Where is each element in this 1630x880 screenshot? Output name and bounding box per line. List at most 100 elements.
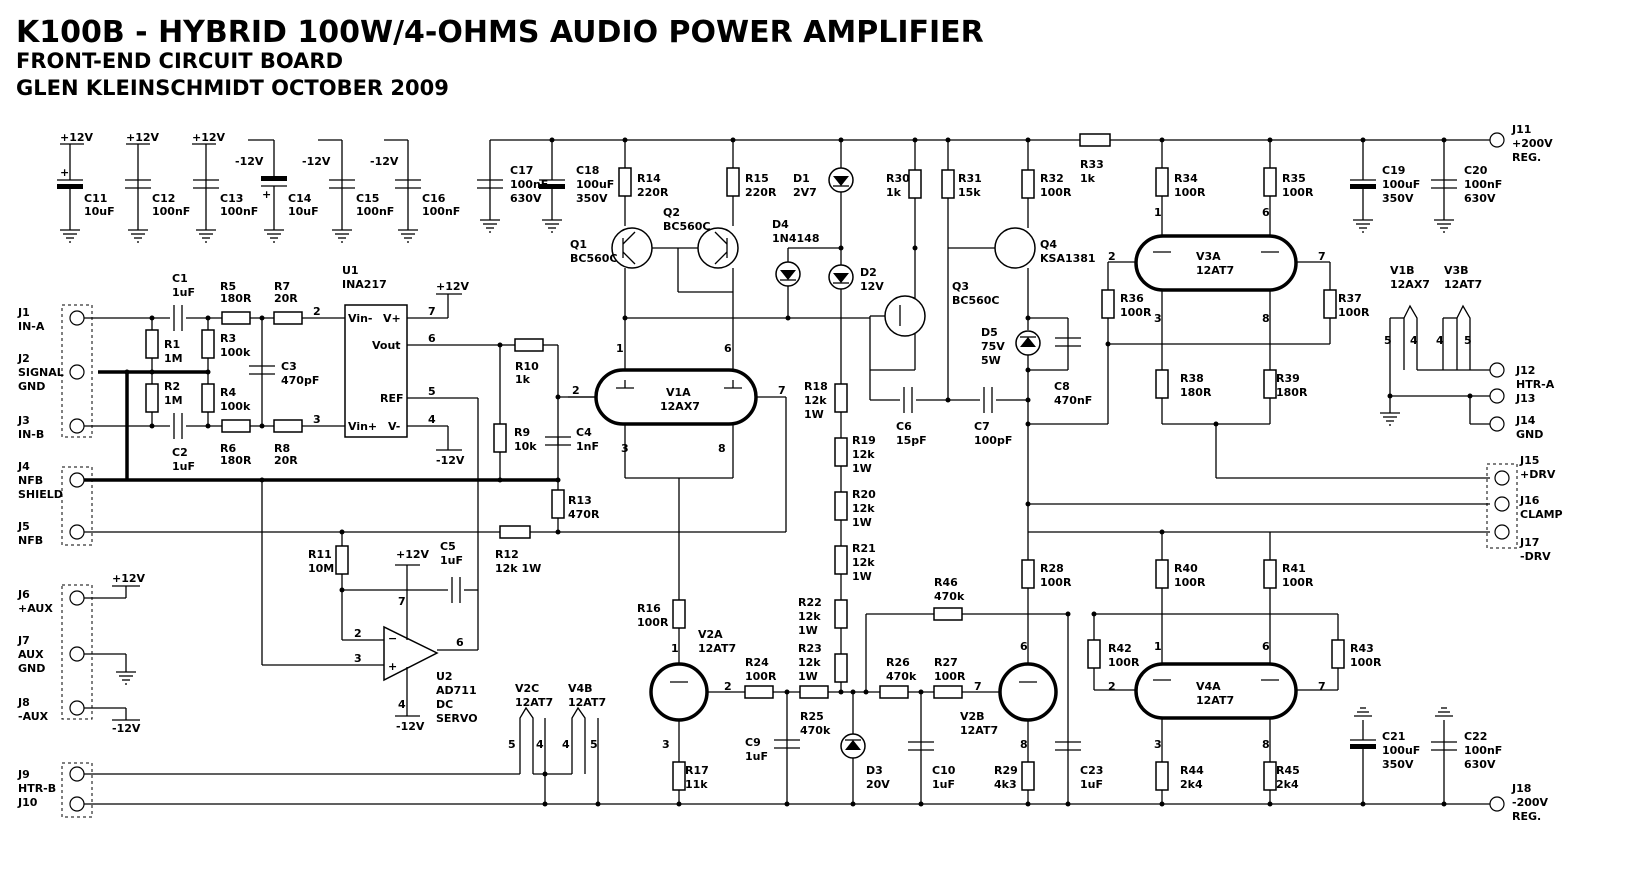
- svg-text:2: 2: [572, 384, 580, 397]
- svg-text:100R: 100R: [1338, 306, 1370, 319]
- svg-text:R19: R19: [852, 434, 876, 447]
- svg-text:D4: D4: [772, 218, 789, 231]
- svg-text:CLAMP: CLAMP: [1520, 508, 1563, 521]
- svg-text:-DRV: -DRV: [1520, 550, 1551, 563]
- svg-text:1k: 1k: [1080, 172, 1096, 185]
- svg-text:7: 7: [1318, 250, 1326, 263]
- svg-text:1: 1: [671, 642, 679, 655]
- svg-text:12k: 12k: [798, 610, 821, 623]
- svg-text:R33: R33: [1080, 158, 1104, 171]
- svg-text:180R: 180R: [1180, 386, 1212, 399]
- svg-text:4k3: 4k3: [994, 778, 1017, 791]
- svg-text:REG.: REG.: [1512, 810, 1541, 823]
- svg-text:NFB: NFB: [18, 534, 43, 547]
- svg-text:INA217: INA217: [342, 278, 387, 291]
- svg-text:+AUX: +AUX: [18, 602, 53, 615]
- svg-text:C6: C6: [896, 420, 912, 433]
- svg-text:2V7: 2V7: [793, 186, 817, 199]
- svg-text:R46: R46: [934, 576, 958, 589]
- svg-text:-12V: -12V: [112, 722, 141, 735]
- svg-text:J6: J6: [17, 588, 30, 601]
- svg-text:100R: 100R: [934, 670, 966, 683]
- svg-text:6: 6: [1020, 640, 1028, 653]
- svg-text:12k: 12k: [798, 656, 821, 669]
- svg-text:V2C: V2C: [515, 682, 539, 695]
- svg-text:12AT7: 12AT7: [568, 696, 606, 709]
- svg-text:2k4: 2k4: [1276, 778, 1299, 791]
- svg-text:1uF: 1uF: [172, 286, 195, 299]
- svg-text:1: 1: [1154, 640, 1162, 653]
- svg-text:J1: J1: [17, 306, 30, 319]
- svg-text:5W: 5W: [981, 354, 1001, 367]
- svg-text:2: 2: [1108, 680, 1116, 693]
- svg-text:C1: C1: [172, 272, 188, 285]
- svg-text:15k: 15k: [958, 186, 981, 199]
- svg-text:C5: C5: [440, 540, 456, 553]
- svg-text:8: 8: [1262, 312, 1270, 325]
- svg-text:100R: 100R: [1174, 576, 1206, 589]
- svg-text:+DRV: +DRV: [1520, 468, 1556, 481]
- svg-text:R18: R18: [804, 380, 828, 393]
- svg-text:+: +: [388, 660, 397, 673]
- svg-text:GND: GND: [18, 380, 45, 393]
- svg-text:R31: R31: [958, 172, 982, 185]
- svg-text:12k: 12k: [852, 502, 875, 515]
- hv-rails: [490, 132, 1505, 812]
- svg-text:V3B: V3B: [1444, 264, 1469, 277]
- svg-text:1W: 1W: [852, 570, 872, 583]
- svg-text:R23: R23: [798, 642, 822, 655]
- svg-text:BC560C: BC560C: [952, 294, 1000, 307]
- svg-text:100uF: 100uF: [1382, 744, 1420, 757]
- svg-text:+12V: +12V: [126, 131, 160, 144]
- svg-text:2: 2: [724, 680, 732, 693]
- svg-text:470R: 470R: [568, 508, 600, 521]
- title-main: K100B - HYBRID 100W/4-OHMS AUDIO POWER A…: [16, 15, 984, 50]
- svg-text:+12V: +12V: [396, 548, 430, 561]
- svg-text:+12V: +12V: [192, 131, 226, 144]
- svg-text:100k: 100k: [220, 400, 251, 413]
- svg-text:R8: R8: [274, 442, 290, 455]
- svg-text:470k: 470k: [934, 590, 965, 603]
- svg-text:100nF: 100nF: [1464, 744, 1502, 757]
- svg-text:350V: 350V: [1382, 758, 1414, 771]
- svg-text:180R: 180R: [220, 454, 252, 467]
- svg-text:+: +: [262, 188, 271, 201]
- svg-text:J11: J11: [1511, 123, 1531, 136]
- svg-text:R37: R37: [1338, 292, 1362, 305]
- svg-text:12AT7: 12AT7: [698, 642, 736, 655]
- svg-text:1M: 1M: [164, 352, 183, 365]
- svg-text:3: 3: [621, 442, 629, 455]
- svg-text:3: 3: [662, 738, 670, 751]
- svg-text:C20: C20: [1464, 164, 1488, 177]
- svg-text:470nF: 470nF: [1054, 394, 1092, 407]
- svg-text:10uF: 10uF: [84, 205, 115, 218]
- svg-text:SHIELD: SHIELD: [18, 488, 63, 501]
- svg-text:D1: D1: [793, 172, 810, 185]
- svg-text:180R: 180R: [1276, 386, 1308, 399]
- svg-text:SIGNAL: SIGNAL: [18, 366, 64, 379]
- svg-text:R16: R16: [637, 602, 661, 615]
- svg-text:C19: C19: [1382, 164, 1405, 177]
- svg-text:-12V: -12V: [302, 155, 331, 168]
- svg-text:100nF: 100nF: [510, 178, 548, 191]
- svg-text:100R: 100R: [745, 670, 777, 683]
- svg-text:630V: 630V: [510, 192, 542, 205]
- svg-text:BC560C: BC560C: [570, 252, 618, 265]
- svg-text:12AT7: 12AT7: [1444, 278, 1482, 291]
- svg-text:100nF: 100nF: [356, 205, 394, 218]
- svg-text:1uF: 1uF: [1080, 778, 1103, 791]
- svg-text:R11: R11: [308, 548, 332, 561]
- svg-text:J9: J9: [17, 768, 30, 781]
- svg-text:J2: J2: [17, 352, 30, 365]
- svg-text:20V: 20V: [866, 778, 890, 791]
- svg-text:−: −: [388, 632, 397, 645]
- svg-text:J15: J15: [1519, 454, 1539, 467]
- svg-text:R6: R6: [220, 442, 236, 455]
- svg-text:5: 5: [508, 738, 516, 751]
- svg-text:C14: C14: [288, 192, 312, 205]
- junctions: [542, 137, 1473, 807]
- svg-text:Vin+: Vin+: [348, 420, 377, 433]
- svg-text:7: 7: [398, 595, 406, 608]
- svg-text:J17: J17: [1519, 536, 1539, 549]
